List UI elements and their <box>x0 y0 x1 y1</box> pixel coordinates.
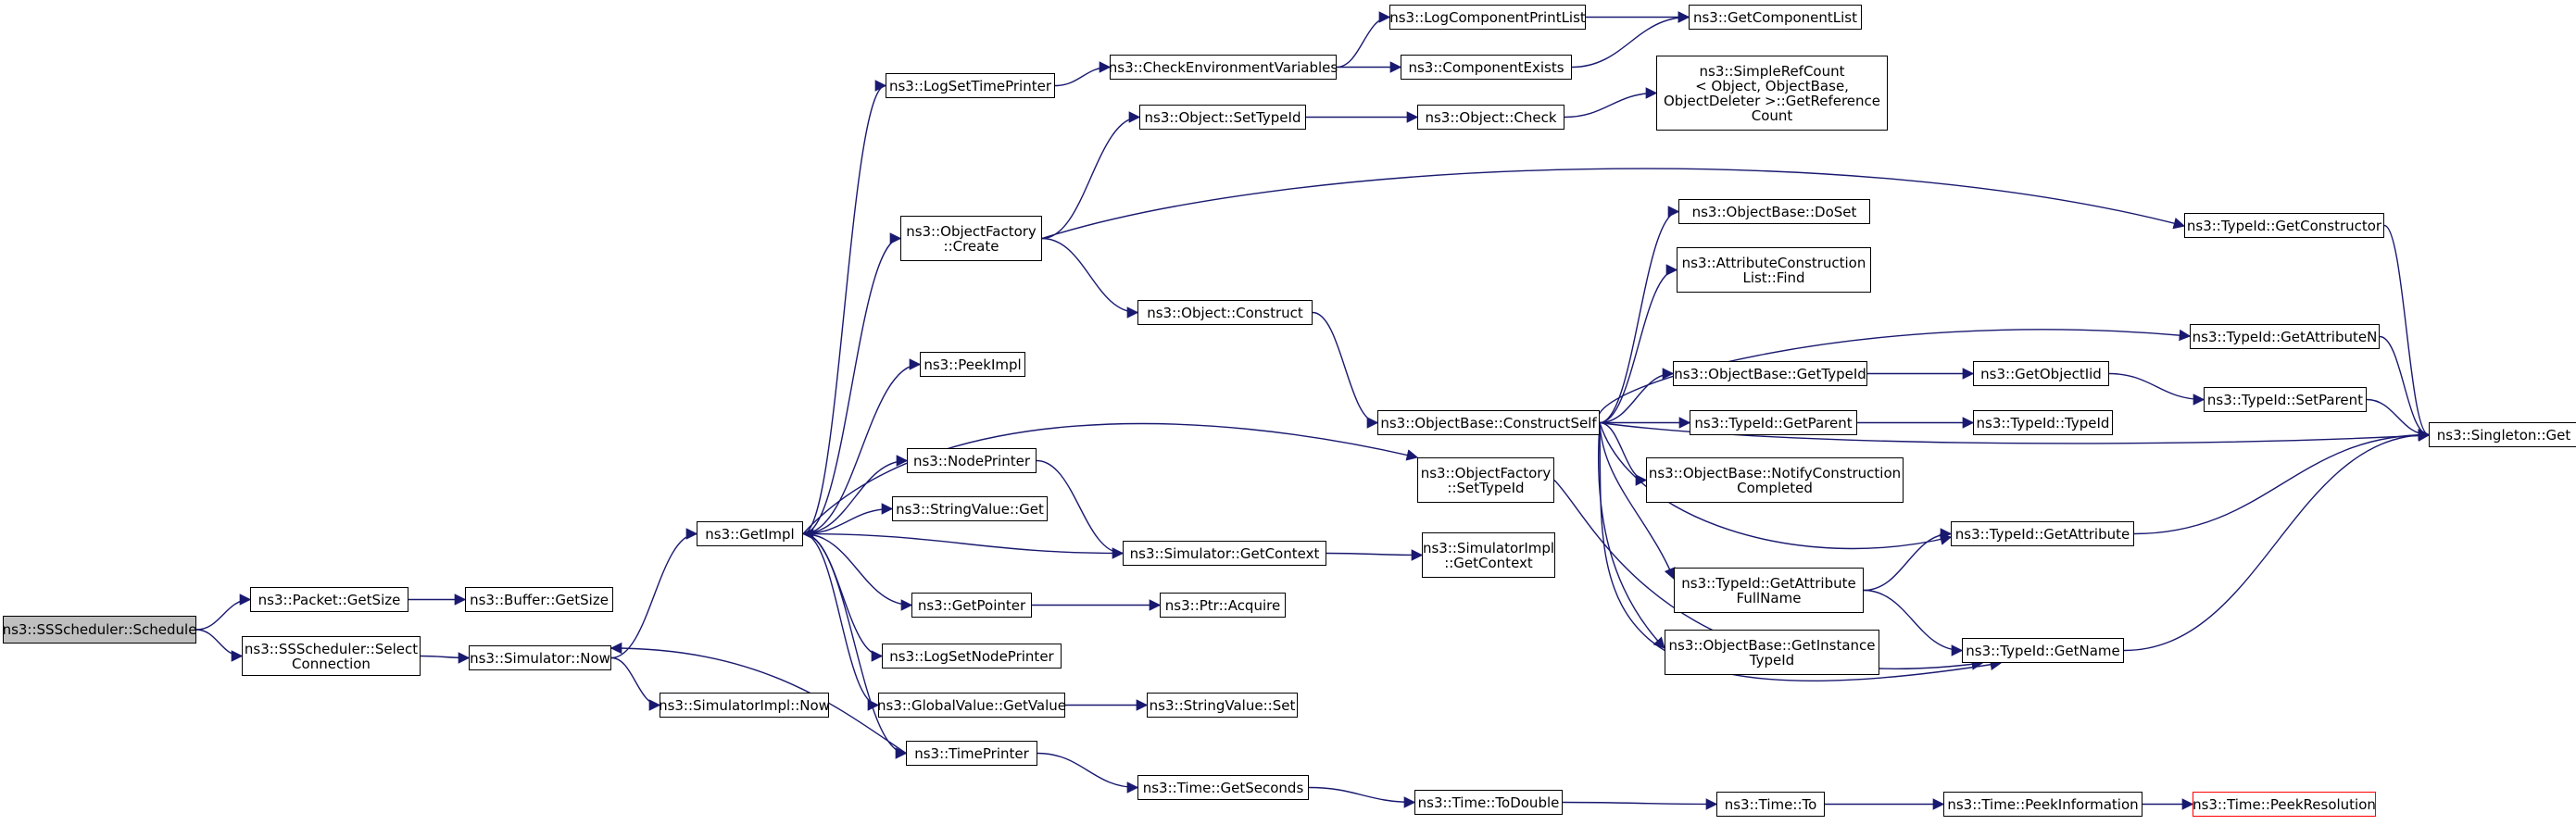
edge-n19-n6 <box>801 528 1124 555</box>
graph-node-n3[interactable]: ns3::Buffer::GetSize <box>465 587 613 612</box>
graph-node-n6[interactable]: ns3::GetImpl <box>697 521 803 546</box>
graph-node-n29[interactable]: ns3::Time::ToDouble <box>1414 790 1563 815</box>
graph-node-n45[interactable]: ns3::TypeId::GetAttribute <box>1951 521 2134 546</box>
graph-node-n11[interactable]: ns3::StringValue::Get <box>892 496 1048 521</box>
graph-node-n17[interactable]: ns3::Object::SetTypeId <box>1139 105 1306 130</box>
graph-node-n47[interactable]: ns3::Time::PeekInformation <box>1943 792 2142 817</box>
edge-n42-n48 <box>2383 224 2431 441</box>
graph-node-n23[interactable]: ns3::LogComponentPrintList <box>1389 5 1586 30</box>
edge-n26-n43 <box>1597 329 2192 423</box>
edge-n19-n28 <box>1326 549 1424 561</box>
graph-node-n24[interactable]: ns3::ComponentExists <box>1401 55 1572 80</box>
graph-node-n0: ns3::SSScheduler::Schedule <box>3 616 196 644</box>
edge-n0-n2 <box>195 629 244 662</box>
edge-n6-n10 <box>802 455 909 535</box>
graph-node-n30[interactable]: ns3::GetComponentList <box>1689 5 1862 30</box>
graph-node-n48[interactable]: ns3::Singleton::Get <box>2429 422 2576 447</box>
edge-n4-n5 <box>610 656 661 711</box>
edge-n37-n45 <box>1863 528 1953 592</box>
graph-node-n35[interactable]: ns3::TypeId::GetParent <box>1690 410 1857 435</box>
edge-n2-n4 <box>420 652 471 664</box>
edge-n26-n34 <box>1599 368 1675 424</box>
graph-node-n49[interactable]: ns3::Time::PeekResolution <box>2193 792 2376 817</box>
edge-n26-n45 <box>1599 422 1953 550</box>
edge-n26-n33 <box>1599 264 1678 424</box>
graph-node-n10[interactable]: ns3::NodePrinter <box>907 448 1037 473</box>
edge-n6-n14 <box>802 532 880 711</box>
graph-node-n37[interactable]: ns3::TypeId::GetAttribute FullName <box>1674 568 1864 613</box>
graph-node-n39[interactable]: ns3::Time::To <box>1716 792 1825 817</box>
edge-n4-n6 <box>610 528 698 659</box>
graph-node-n21[interactable]: ns3::StringValue::Set <box>1147 693 1298 718</box>
graph-node-n34[interactable]: ns3::ObjectBase::GetTypeId <box>1673 361 1867 386</box>
edge-n26-n37 <box>1599 422 1676 581</box>
graph-node-n27[interactable]: ns3::ObjectFactory ::SetTypeId <box>1417 457 1554 503</box>
graph-node-n7[interactable]: ns3::LogSetTimePrinter <box>886 73 1055 98</box>
edge-n8-n42 <box>1041 168 2186 240</box>
edge-n7-n16 <box>1054 61 1112 87</box>
graph-node-n18[interactable]: ns3::Object::Construct <box>1137 300 1313 325</box>
graph-node-n9[interactable]: ns3::PeekImpl <box>920 352 1025 377</box>
edge-n16-n23 <box>1336 11 1391 69</box>
edge-n18-n26 <box>1312 311 1379 429</box>
edge-n6-n27 <box>802 422 1419 534</box>
edge-n8-n18 <box>1041 237 1139 319</box>
graph-node-n14[interactable]: ns3::GlobalValue::GetValue <box>877 693 1066 718</box>
graph-node-n28[interactable]: ns3::SimulatorImpl ::GetContext <box>1422 532 1555 578</box>
edge-n46-n48 <box>2123 429 2431 652</box>
graph-node-n32[interactable]: ns3::ObjectBase::DoSet <box>1678 199 1870 224</box>
graph-node-n43[interactable]: ns3::TypeId::GetAttributeN <box>2190 324 2380 349</box>
edge-n15-n4 <box>609 642 907 755</box>
edge-n25-n31 <box>1564 87 1658 119</box>
graph-node-n31[interactable]: ns3::SimpleRefCount < Object, ObjectBase… <box>1656 56 1888 131</box>
graph-node-n2[interactable]: ns3::SSScheduler::Select Connection <box>242 636 421 676</box>
graph-node-n8[interactable]: ns3::ObjectFactory ::Create <box>900 216 1042 261</box>
edge-n29-n39 <box>1562 798 1718 810</box>
graph-node-n20[interactable]: ns3::Ptr::Acquire <box>1160 593 1286 618</box>
graph-node-n5[interactable]: ns3::SimulatorImpl::Now <box>659 693 830 718</box>
edge-n8-n17 <box>1041 111 1141 240</box>
graph-node-n19[interactable]: ns3::Simulator::GetContext <box>1123 541 1326 566</box>
edge-n6-n12 <box>802 532 913 611</box>
graph-node-n38[interactable]: ns3::ObjectBase::GetInstance TypeId <box>1665 630 1879 675</box>
graph-node-n4[interactable]: ns3::Simulator::Now <box>469 645 611 670</box>
edge-n26-n36 <box>1599 421 1648 486</box>
edge-n26-n46 <box>1599 422 2003 681</box>
edge-n43-n48 <box>2379 335 2431 441</box>
graph-node-n22[interactable]: ns3::Time::GetSeconds <box>1137 775 1309 800</box>
graph-node-n42[interactable]: ns3::TypeId::GetConstructor <box>2184 213 2384 238</box>
graph-node-n36[interactable]: ns3::ObjectBase::NotifyConstruction Comp… <box>1646 457 1904 503</box>
edge-n6-n9 <box>802 358 922 535</box>
graph-node-n16[interactable]: ns3::CheckEnvironmentVariables <box>1109 55 1338 80</box>
graph-node-n1[interactable]: ns3::Packet::GetSize <box>250 587 408 612</box>
edge-n6-n8 <box>802 232 902 535</box>
edge-n26-n48 <box>1599 421 2431 444</box>
graph-node-n15[interactable]: ns3::TimePrinter <box>906 741 1037 766</box>
edge-n0-n1 <box>195 594 252 631</box>
edge-n15-n22 <box>1037 752 1139 794</box>
edge-n10-n19 <box>1036 459 1125 559</box>
graph-node-n40[interactable]: ns3::GetObjectIid <box>1973 361 2109 386</box>
graph-node-n44[interactable]: ns3::TypeId::SetParent <box>2204 387 2367 412</box>
edge-n6-n7 <box>802 80 887 535</box>
edge-n40-n44 <box>2108 372 2205 406</box>
graph-node-n12[interactable]: ns3::GetPointer <box>911 593 1032 618</box>
graph-node-n46[interactable]: ns3::TypeId::GetName <box>1962 638 2124 663</box>
graph-node-n33[interactable]: ns3::AttributeConstruction List::Find <box>1677 247 1871 293</box>
edge-n6-n11 <box>802 503 894 535</box>
edge-n26-n32 <box>1599 206 1680 424</box>
edge-n45-n48 <box>2133 429 2431 535</box>
graph-node-n25[interactable]: ns3::Object::Check <box>1417 105 1564 130</box>
graph-node-n13[interactable]: ns3::LogSetNodePrinter <box>882 644 1062 669</box>
graph-node-n26[interactable]: ns3::ObjectBase::ConstructSelf <box>1377 410 1600 435</box>
edge-n24-n30 <box>1571 11 1690 69</box>
graph-node-n41[interactable]: ns3::TypeId::TypeId <box>1973 410 2113 435</box>
edge-n37-n46 <box>1863 589 1964 656</box>
edge-n22-n29 <box>1308 786 1416 808</box>
